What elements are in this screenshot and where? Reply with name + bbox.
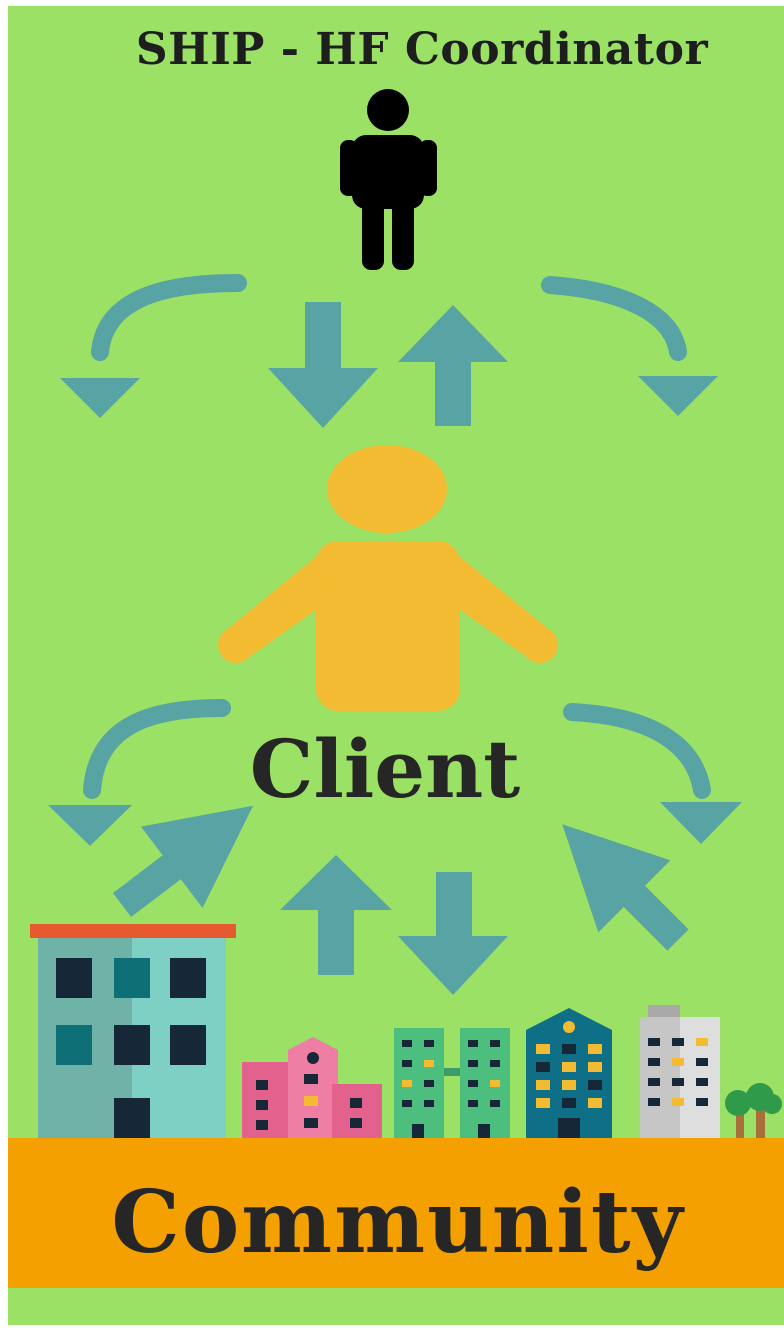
trees-icon [725,1083,782,1140]
up-arrow-community-to-client [280,855,392,975]
arrowhead-right-lower [660,802,742,844]
pink-building [242,1037,382,1140]
down-arrow-to-client [268,302,378,428]
up-arrow-to-coordinator [398,305,508,426]
lower-arrows [48,699,742,995]
office-building [30,924,236,1140]
down-arrow-client-to-community [398,872,508,995]
community-ground [8,1138,784,1288]
curved-arrow-left-upper [91,274,247,361]
client-label: Client [250,722,521,816]
arrowhead-right-upper [638,376,718,416]
community-buildings-icon [30,924,782,1140]
grey-tower [640,1005,720,1140]
curved-arrow-right-lower [563,703,711,799]
upper-arrows [60,274,718,428]
arrowhead-left-lower [48,805,132,846]
curved-arrow-left-lower [83,699,231,799]
coordinator-person-icon [340,89,437,270]
diagram-title: SHIP - HF Coordinator [136,24,709,75]
community-label: Community [111,1172,685,1273]
curved-arrow-right-upper [541,276,687,361]
arrowhead-left-upper [60,378,140,418]
twin-green-towers [394,1028,510,1140]
diagonal-arrow-left-to-client [112,805,254,917]
teal-tower [526,1008,612,1140]
diagonal-arrow-right-to-client [562,824,689,951]
client-person-icon [218,445,558,711]
